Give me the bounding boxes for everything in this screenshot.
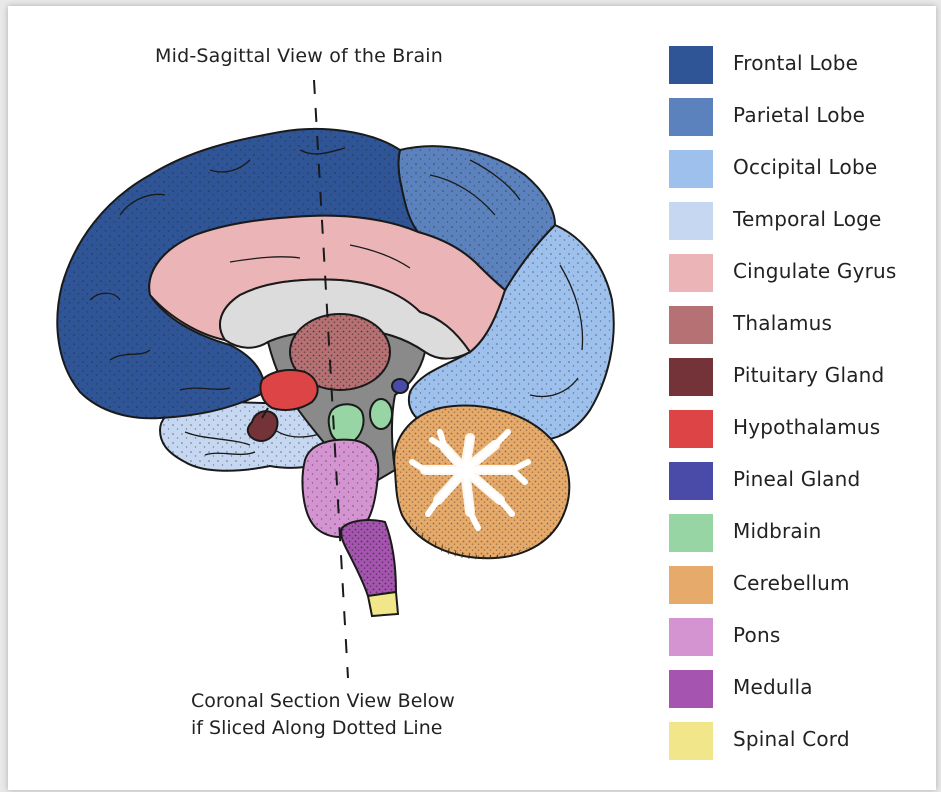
legend-swatch (669, 410, 713, 448)
legend-label: Cerebellum (733, 571, 850, 595)
legend-swatch (669, 98, 713, 136)
legend-swatch (669, 722, 713, 760)
legend-swatch (669, 670, 713, 708)
legend-label: Frontal Lobe (733, 51, 858, 75)
legend-label: Cingulate Gyrus (733, 259, 897, 283)
legend-swatch (669, 46, 713, 84)
legend-label: Thalamus (733, 311, 832, 335)
hypothalamus (260, 370, 317, 410)
legend-swatch (669, 254, 713, 292)
legend-label: Occipital Lobe (733, 155, 877, 179)
legend-swatch (669, 202, 713, 240)
legend-label: Pituitary Gland (733, 363, 884, 387)
legend-label: Parietal Lobe (733, 103, 865, 127)
legend-swatch (669, 150, 713, 188)
legend-label: Pons (733, 623, 780, 647)
legend-swatch (669, 618, 713, 656)
legend-label: Spinal Cord (733, 727, 850, 751)
legend-label: Medulla (733, 675, 813, 699)
spinal-cord (368, 592, 398, 616)
legend-swatch (669, 462, 713, 500)
legend-swatch (669, 358, 713, 396)
legend-label: Hypothalamus (733, 415, 880, 439)
legend-swatch (669, 514, 713, 552)
legend-label: Pineal Gland (733, 467, 860, 491)
legend-swatch (669, 566, 713, 604)
legend-label: Temporal Loge (733, 207, 882, 231)
legend-label: Midbrain (733, 519, 822, 543)
caption-line-2: if Sliced Along Dotted Line (191, 715, 455, 742)
pineal-gland (392, 379, 408, 393)
legend-swatch (669, 306, 713, 344)
caption-line-1: Coronal Section View Below (191, 688, 455, 715)
diagram-caption: Coronal Section View Below if Sliced Alo… (191, 688, 455, 742)
